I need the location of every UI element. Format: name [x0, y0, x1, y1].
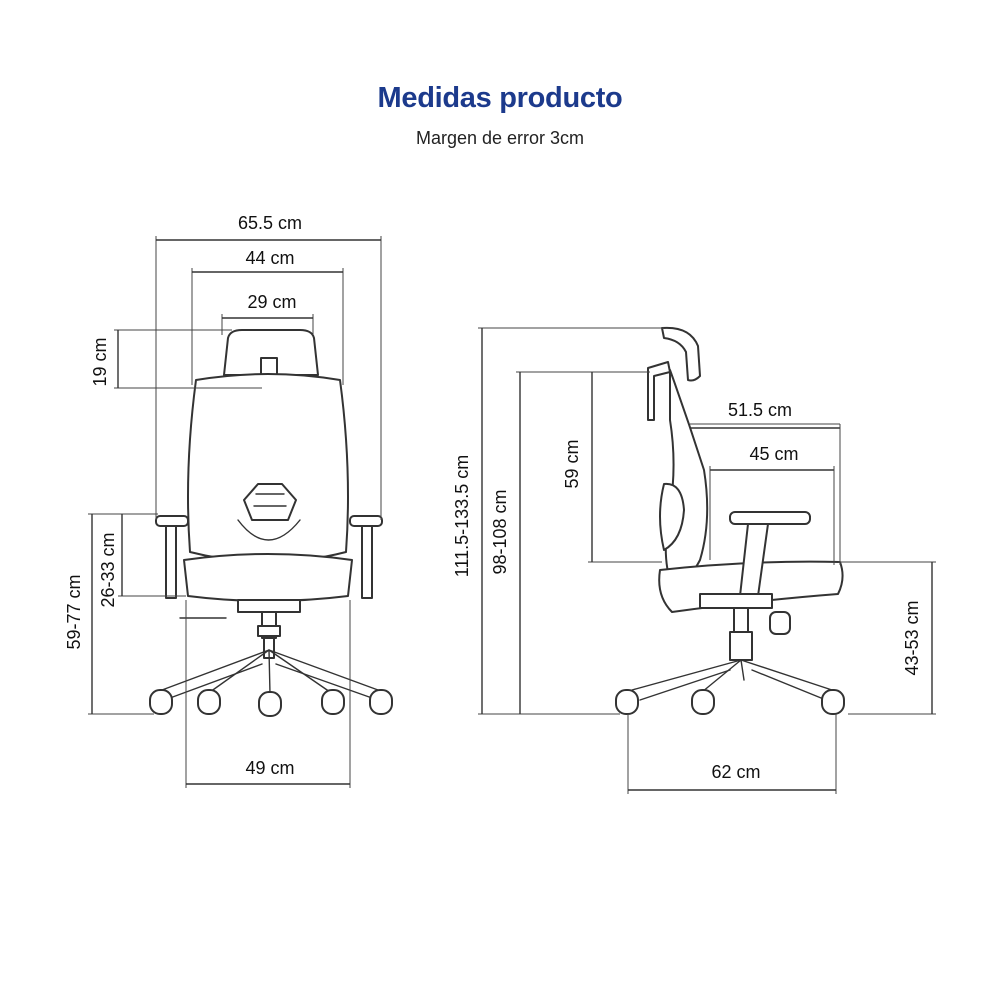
side-tension-knob [769, 611, 791, 635]
side-casters [615, 689, 845, 715]
front-left-armrest [155, 515, 189, 527]
label-backrest-height: 59 cm [562, 439, 582, 488]
label-overall-width: 65.5 cm [238, 213, 302, 233]
label-headrest-height: 19 cm [90, 337, 110, 386]
label-base-depth: 62 cm [711, 762, 760, 782]
side-gas-lift [733, 607, 749, 633]
side-mechanism [699, 593, 773, 609]
side-base [631, 659, 833, 693]
front-headrest [223, 329, 319, 376]
side-lumbar [659, 482, 685, 551]
side-headrest-bracket [647, 361, 671, 421]
front-mechanism [237, 599, 301, 613]
label-seat-depth: 45 cm [749, 444, 798, 464]
front-base [161, 649, 379, 695]
front-casters [149, 689, 393, 717]
label-seat-width: 49 cm [245, 758, 294, 778]
front-view-chair [149, 329, 393, 717]
side-dimension-lines [478, 327, 936, 794]
label-headrest-width: 29 cm [247, 292, 296, 312]
label-total-height: 111.5-133.5 cm [452, 455, 472, 577]
front-right-armrest [349, 515, 383, 527]
label-back-height: 98-108 cm [490, 489, 510, 574]
diagram-title: Medidas producto [377, 82, 623, 114]
label-seat-depth-max: 51.5 cm [728, 400, 792, 420]
front-dimension-lines [88, 236, 382, 788]
label-backrest-width: 44 cm [245, 248, 294, 268]
label-seat-height: 43-53 cm [902, 600, 922, 675]
label-armrest-height: 59-77 cm [64, 574, 84, 649]
front-seat [183, 553, 353, 602]
side-headrest [661, 326, 701, 382]
diagram-subtitle: Margen de error 3cm [415, 128, 585, 148]
side-backrest [664, 369, 709, 587]
label-armrest-adjust: 26-33 cm [98, 532, 118, 607]
front-lumbar-support [243, 483, 297, 521]
side-armrest [729, 511, 811, 525]
front-backrest [187, 373, 349, 563]
side-view-chair [615, 326, 845, 715]
